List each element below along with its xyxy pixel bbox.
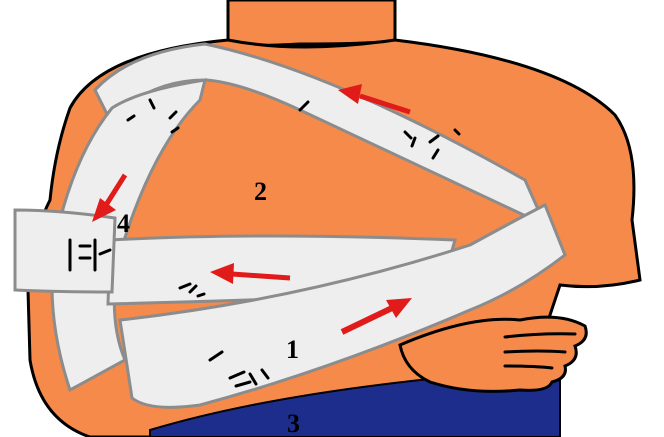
back-strap xyxy=(15,210,115,292)
label-2: 2 xyxy=(254,177,267,206)
label-3: 3 xyxy=(287,409,300,437)
label-1: 1 xyxy=(286,335,299,364)
neck xyxy=(228,0,395,45)
label-4: 4 xyxy=(117,209,130,238)
